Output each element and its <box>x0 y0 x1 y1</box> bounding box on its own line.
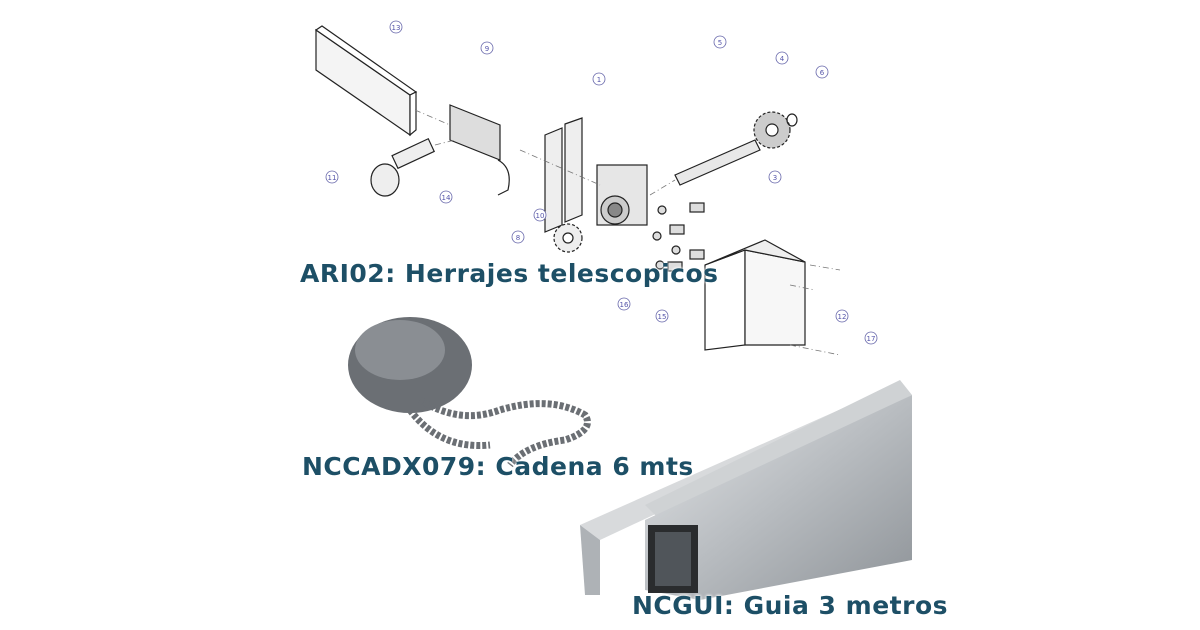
plate-part <box>544 127 563 233</box>
callout-14: 14 <box>442 194 451 202</box>
callout-12: 12 <box>838 313 847 321</box>
shaft-part <box>674 139 761 186</box>
callout-1: 1 <box>597 76 601 84</box>
callout-4: 4 <box>780 55 785 63</box>
bolts-part <box>652 202 705 272</box>
callout-markers <box>325 20 878 345</box>
callout-6: 6 <box>820 69 825 77</box>
callout-5: 5 <box>718 39 722 47</box>
knob-part <box>370 137 436 197</box>
callout-16: 16 <box>620 301 629 309</box>
bearing-housing-part <box>596 164 648 226</box>
callout-9: 9 <box>485 45 489 53</box>
callout-13: 13 <box>392 24 401 32</box>
callout-17: 17 <box>867 335 876 343</box>
caption-chain: NCCADX079: Cadena 6 mts <box>302 452 694 481</box>
bearing-block-part <box>449 104 501 161</box>
housing-box-part <box>704 239 806 351</box>
gear-part <box>753 111 798 149</box>
guide-rail-image <box>580 380 912 600</box>
callout-15: 15 <box>658 313 667 321</box>
cover-plate-part <box>314 25 418 137</box>
caption-ari02: ARI02: Herrajes telescopicos <box>300 259 719 288</box>
callout-8: 8 <box>516 234 520 242</box>
callout-10: 10 <box>536 212 545 220</box>
clip-part <box>497 159 510 196</box>
caption-guide: NCGUI: Guia 3 metros <box>632 591 948 620</box>
sprocket-part <box>553 223 583 253</box>
callout-11: 11 <box>328 174 337 182</box>
callout-3: 3 <box>773 174 777 182</box>
chain-image <box>348 317 591 468</box>
